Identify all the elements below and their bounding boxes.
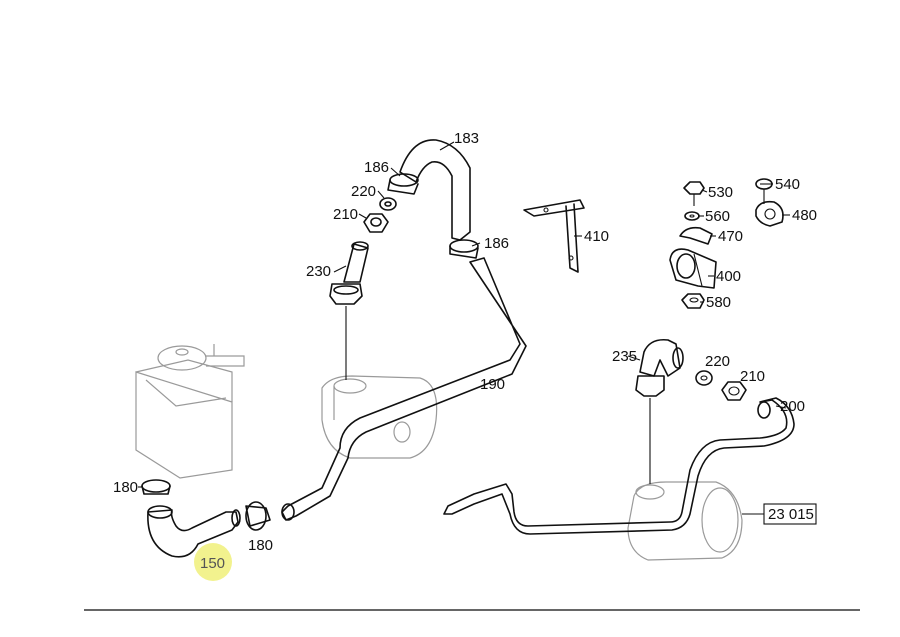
highlight-marker: [194, 543, 232, 581]
label-400: 400: [716, 268, 741, 285]
label-220-lower: 220: [705, 353, 730, 370]
label-180-right: 180: [248, 537, 273, 554]
nut-210-upper: [363, 213, 389, 233]
nut-580: [681, 293, 705, 309]
leader-lines: [138, 141, 790, 488]
reference-box: [742, 503, 817, 525]
hose-150: [147, 505, 241, 558]
label-410: 410: [584, 228, 609, 245]
reservoir-tank-ghost: [135, 344, 245, 479]
bolt-530: [683, 181, 705, 206]
label-220-upper: 220: [351, 183, 376, 200]
clamp-186-upper: [387, 173, 419, 195]
label-470: 470: [718, 228, 743, 245]
ring-220-upper: [379, 197, 397, 211]
label-200: 200: [780, 398, 805, 415]
label-190: 190: [480, 376, 505, 393]
clamp-180-right: [245, 501, 271, 531]
label-530: 530: [708, 184, 733, 201]
fitting-230: [329, 241, 369, 380]
clip-470: [679, 226, 713, 245]
label-480: 480: [792, 207, 817, 224]
ring-220-lower: [695, 370, 713, 386]
label-150: 150: [200, 555, 225, 572]
label-580: 580: [706, 294, 731, 311]
bracket-410: [523, 199, 585, 273]
washer-560: [684, 211, 700, 221]
pump-housing-2: [627, 481, 743, 561]
label-230: 230: [306, 263, 331, 280]
clamp-block-400: [669, 248, 717, 289]
label-235: 235: [612, 348, 637, 365]
pump-housing-1: [321, 375, 438, 459]
label-23015: 23 015: [768, 506, 814, 523]
clip-480: [755, 200, 784, 227]
hose-183: [399, 139, 471, 241]
label-183: 183: [454, 130, 479, 147]
label-186-lower: 186: [484, 235, 509, 252]
screw-540: [755, 178, 773, 204]
elbow-fitting-235: [635, 338, 684, 484]
label-540: 540: [775, 176, 800, 193]
label-210-upper: 210: [333, 206, 358, 223]
clamp-186-lower: [449, 239, 479, 259]
label-186-upper: 186: [364, 159, 389, 176]
label-560: 560: [705, 208, 730, 225]
label-210-lower: 210: [740, 368, 765, 385]
nut-210-lower: [721, 381, 747, 401]
clamp-180-left: [141, 479, 171, 495]
pipe-200: [443, 397, 795, 535]
label-180-left: 180: [113, 479, 138, 496]
hose-190: [281, 257, 527, 521]
